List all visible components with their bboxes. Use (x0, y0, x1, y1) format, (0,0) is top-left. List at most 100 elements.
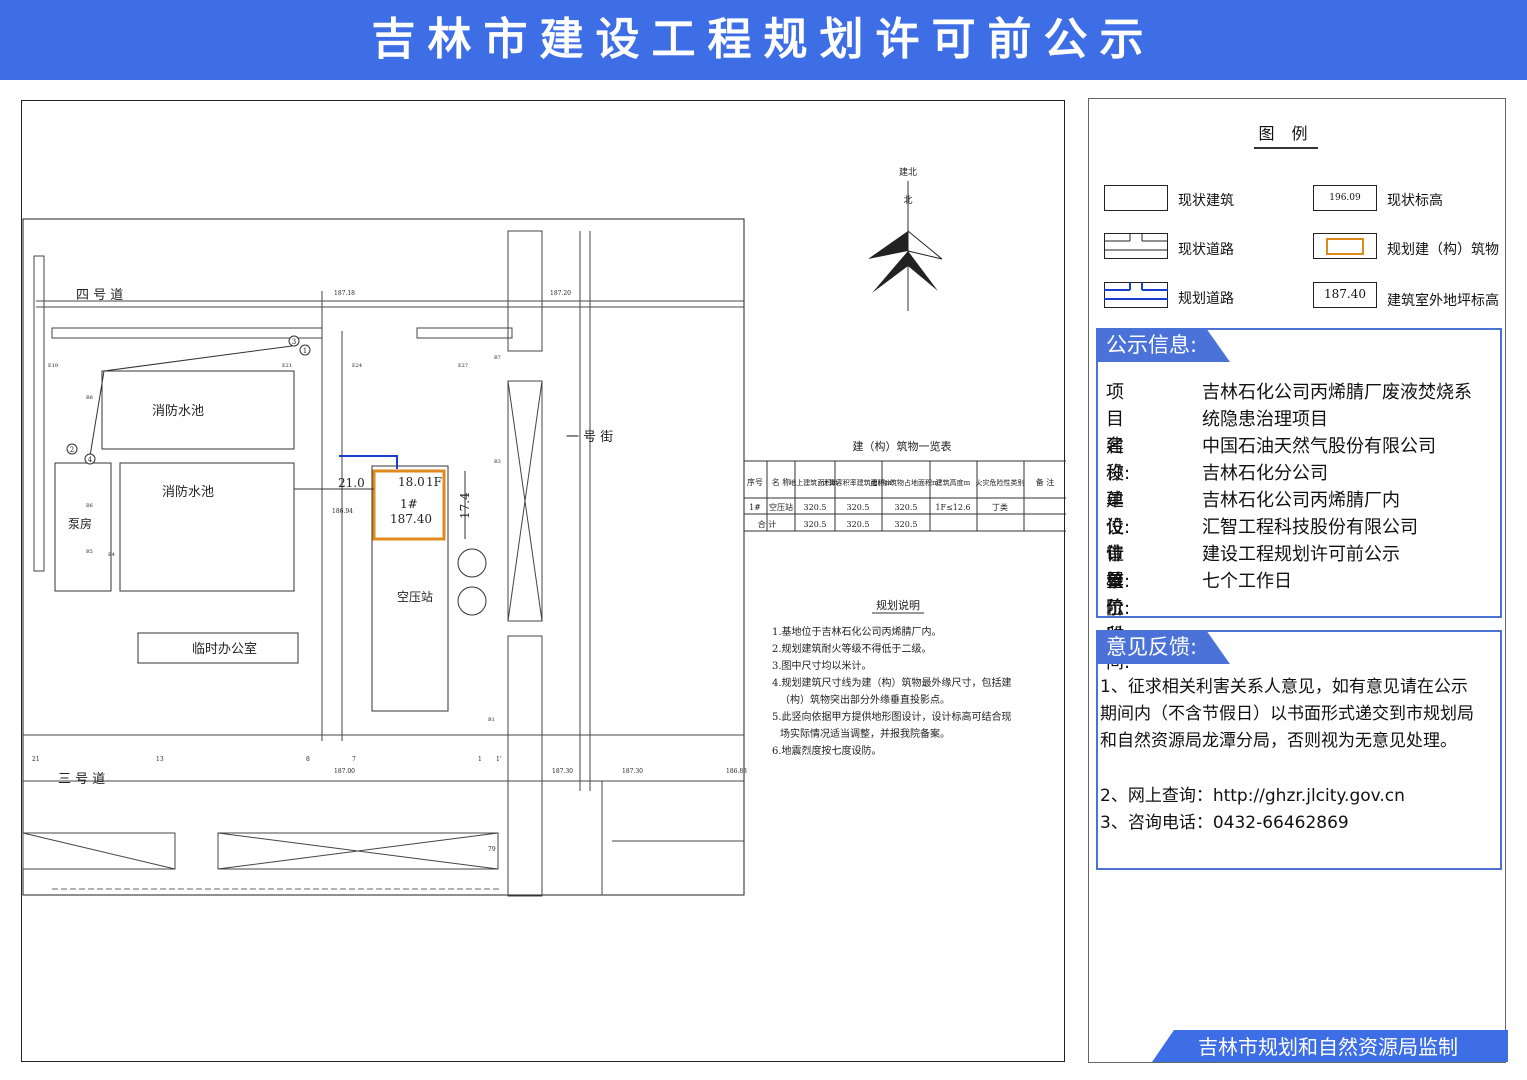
existing-building-icon (1104, 185, 1168, 211)
note-6: 6.地震烈度按七度设防。 (772, 744, 882, 757)
pt-13: 13 (156, 756, 164, 763)
note-3: 3.图中尺寸均以米计。 (772, 659, 872, 672)
legend-title: 图 例 (1254, 120, 1318, 149)
page-title: 吉林市建设工程规划许可前公示 (371, 14, 1156, 65)
building-table-grid (744, 460, 1066, 532)
planned-road-icon (1104, 282, 1168, 308)
td-0-4: 320.5 (895, 503, 918, 512)
marker-1: 1 (303, 347, 307, 355)
info-location-value: 吉林石化公司丙烯腈厂内 (1202, 490, 1400, 511)
elev-4: 187.30 (622, 768, 643, 775)
pt-e27: E27 (458, 363, 468, 369)
info-builder-label: 建设单位: (1106, 436, 1131, 538)
note-5a: 5.此竖向依据甲方提供地形图设计，设计标高可结合现 (772, 710, 1012, 723)
planned-building-elevation: 187.40 (390, 512, 432, 526)
pt-79: 79 (488, 846, 496, 853)
pt-8: 8 (306, 756, 310, 763)
legend-existing-elevation: 现状标高 (1387, 193, 1443, 209)
note-2: 2.规划建筑耐火等级不得低于二级。 (772, 642, 932, 655)
planned-floors-label: 1F (426, 475, 442, 489)
pt-e24: E24 (352, 363, 362, 369)
feedback-item-2[interactable]: 2、网上查询：http://ghzr.jlcity.gov.cn (1100, 786, 1405, 806)
existing-road-icon (1104, 233, 1168, 259)
planned-width-label: 18.0 (398, 475, 425, 489)
info-heading: 公示信息: (1106, 333, 1198, 357)
td-0-3: 320.5 (847, 503, 870, 512)
elev-6: 187.00 (334, 768, 355, 775)
hatch-strip-bottom (507, 635, 543, 897)
note-1: 1.基地位于吉林石化公司丙烯腈厂内。 (772, 625, 942, 638)
feedback-item-1: 1、征求相关利害关系人意见，如有意见请在公示期间内（不含节假日）以书面形式递交到… (1100, 677, 1474, 751)
pt-b3: B3 (494, 459, 501, 465)
legend-existing-building: 现状建筑 (1178, 193, 1234, 209)
pt-b1: B1 (488, 717, 495, 723)
footer-banner: 吉林市规划和自然资源局监制 (1152, 1030, 1508, 1062)
feedback-panel: 意见反馈: (1096, 630, 1502, 870)
td-0-6: 丁类 (992, 502, 1008, 512)
road3-label: 三 号 道 (58, 772, 105, 787)
site-boundary (22, 218, 745, 896)
info-project-value: 吉林石化公司丙烯腈厂废液焚烧系统隐患治理项目 (1202, 382, 1472, 430)
outdoor-elevation-icon: 187.40 (1313, 282, 1377, 308)
air-station-outline (371, 465, 449, 712)
existing-elevation-icon: 196.09 (1313, 185, 1377, 211)
pt-1p: 1' (496, 756, 502, 763)
planned-building-id: 1# (400, 497, 418, 511)
legend-planned-building: 规划建（构）筑物 (1387, 242, 1499, 258)
footer-text: 吉林市规划和自然资源局监制 (1198, 1035, 1458, 1059)
marker-4: 4 (88, 456, 93, 464)
marker-3: 3 (292, 338, 296, 346)
pt-e19: E19 (48, 363, 58, 369)
planned-building-outline (372, 469, 446, 541)
north-label-2: 北 (903, 195, 912, 206)
info-builder-value: 中国石油天然气股份有限公司吉林石化分公司 (1202, 436, 1436, 484)
elev-2: 187.20 (550, 290, 571, 297)
note-4a: 4.规划建筑尺寸线为建（构）筑物最外缘尺寸，包括建 (772, 676, 1012, 689)
note-5b: 场实际情况适当调整，并报我院备案。 (780, 727, 950, 740)
road4-label: 四 号 道 (76, 288, 123, 303)
pt-e21: E21 (282, 363, 292, 369)
fire-pool-1-outline (101, 370, 295, 450)
marker-2: 2 (70, 446, 74, 454)
hedge-1 (51, 327, 323, 339)
north-label: 建北 (899, 166, 917, 178)
th-4: 建(构)筑物占地面积m² (871, 478, 942, 487)
elev-3: 187.30 (552, 768, 573, 775)
pt-7: 7 (352, 756, 356, 763)
feedback-item-3: 3、咨询电话：0432-66462869 (1100, 813, 1349, 833)
fire-pool-2-outline (119, 462, 295, 592)
info-designer-value: 汇智工程科技股份有限公司 (1202, 517, 1418, 538)
td-0-0: 1# (749, 503, 761, 512)
planned-road-stub (339, 455, 398, 469)
notes-title: 规划说明 (876, 598, 920, 612)
fire-pool-2-label: 消防水池 (162, 484, 214, 500)
pt-b6: B6 (86, 503, 93, 509)
legend-planned-road: 规划道路 (1178, 291, 1234, 307)
temp-office-label: 临时办公室 (192, 641, 257, 657)
street1-label-1: 一 号 街 (566, 430, 613, 445)
td-1-3: 320.5 (847, 520, 870, 529)
pt-1: 1 (478, 756, 482, 763)
table-title: 建（构）筑物一览表 (853, 439, 952, 453)
left-fence (33, 255, 45, 572)
pt-21: 21 (32, 756, 40, 763)
td-1-0: 合 计 (758, 519, 777, 529)
pump-room-outline (54, 462, 112, 592)
tank-1 (457, 548, 487, 578)
info-period-value: 七个工作日 (1202, 571, 1292, 592)
hatch-strip-mid (507, 380, 543, 622)
info-designer-label: 设计单位: (1106, 517, 1131, 619)
pump-room-label: 泵房 (68, 516, 92, 531)
legend-outdoor-elevation: 建筑室外地坪标高 (1387, 293, 1499, 309)
site-plan: 建北 北 四 号 道 三 号 道 消防水池 消防水池 泵房 临时办公室 空压站 … (21, 100, 1066, 1062)
legend-existing-road: 现状道路 (1178, 242, 1234, 258)
temp-office-outline (137, 632, 299, 664)
pt-b8: B8 (86, 395, 93, 401)
td-0-5: 1F≤12.6 (935, 503, 970, 512)
planned-building-icon (1313, 233, 1377, 259)
fire-pool-1-label: 消防水池 (152, 403, 204, 419)
pt-b5: B5 (86, 549, 93, 555)
info-heading-bg: 公示信息: (1096, 328, 1236, 362)
hedge-2 (416, 327, 513, 339)
info-project-label: 项目名称: (1106, 382, 1131, 484)
